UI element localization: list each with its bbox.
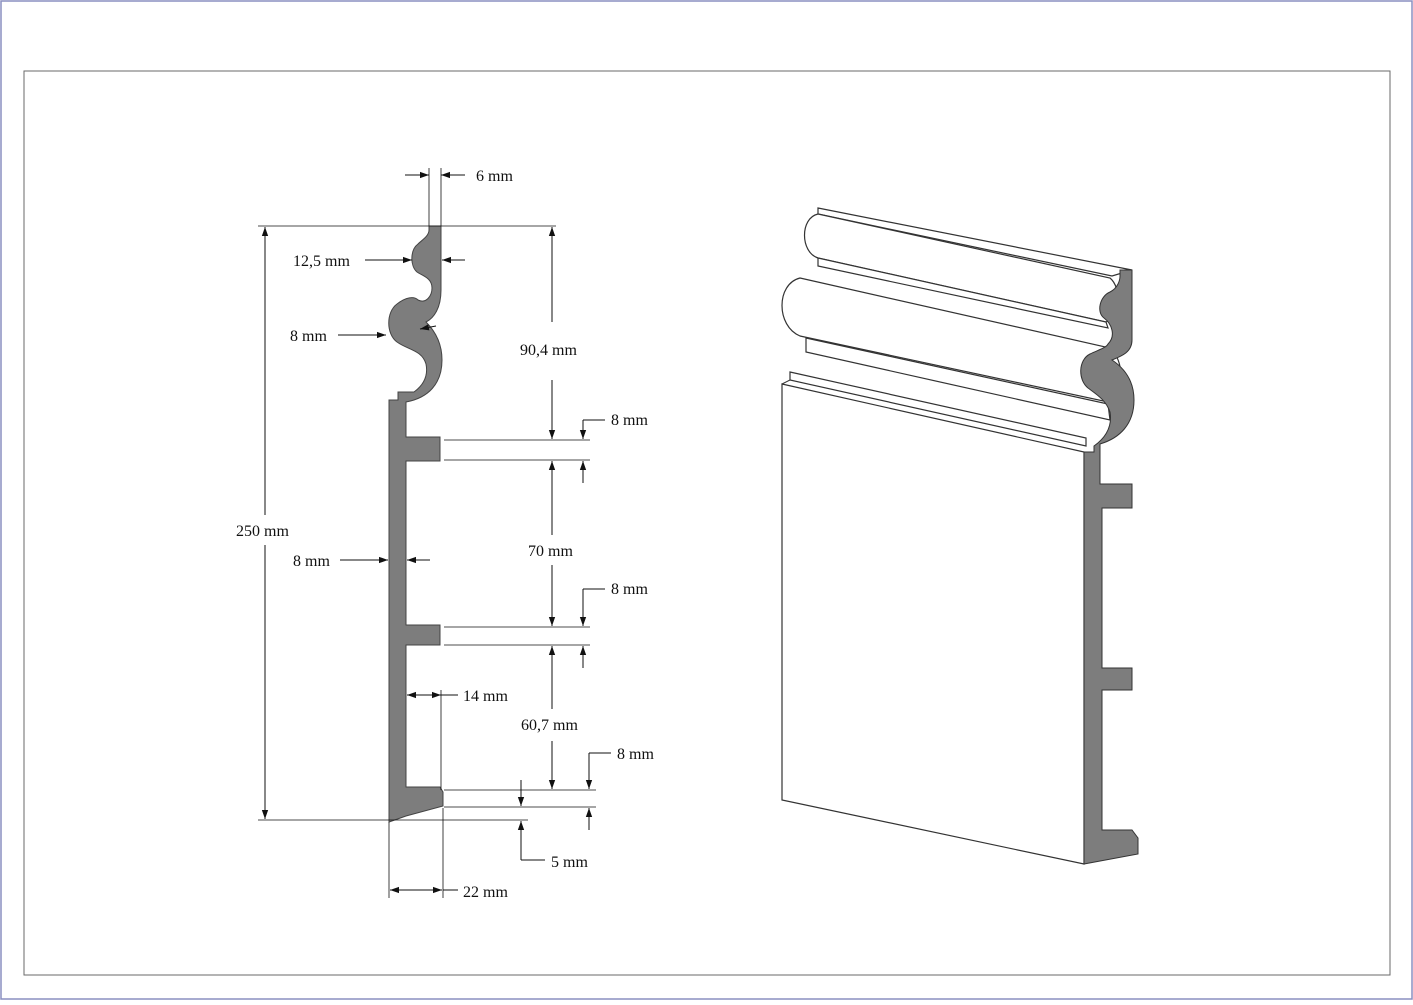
dim-total-depth: 22 mm [463, 884, 508, 901]
dim-rib3: 8 mm [617, 746, 654, 763]
dim-cove-radius: 8 mm [290, 328, 327, 345]
iso-band [817, 257, 1109, 329]
dim-total-height: 250 mm [236, 523, 289, 540]
drawing-frame [23, 70, 1391, 976]
dim-bottom-offset: 5 mm [551, 854, 588, 871]
iso-lower-bead [781, 277, 1122, 403]
iso-front-face [781, 383, 1085, 865]
dim-top-section: 90,4 mm [520, 342, 577, 359]
iso-end-section [1080, 269, 1139, 865]
iso-band [789, 371, 1087, 447]
dim-lower-spacing: 60,7 mm [521, 717, 578, 734]
dim-rib2: 8 mm [611, 581, 648, 598]
dim-wall: 8 mm [293, 553, 330, 570]
dim-rib-spacing: 70 mm [528, 543, 573, 560]
dim-rib-depth: 14 mm [463, 688, 508, 705]
iso-band [817, 207, 1133, 277]
dim-top-width: 6 mm [476, 168, 513, 185]
iso-edge [781, 379, 791, 385]
dim-top-radius: 12,5 mm [293, 253, 350, 270]
dim-arrow [419, 324, 437, 331]
isometric-view [781, 207, 1139, 865]
profile-cross-section [388, 225, 444, 823]
dim-rib1: 8 mm [611, 412, 648, 429]
